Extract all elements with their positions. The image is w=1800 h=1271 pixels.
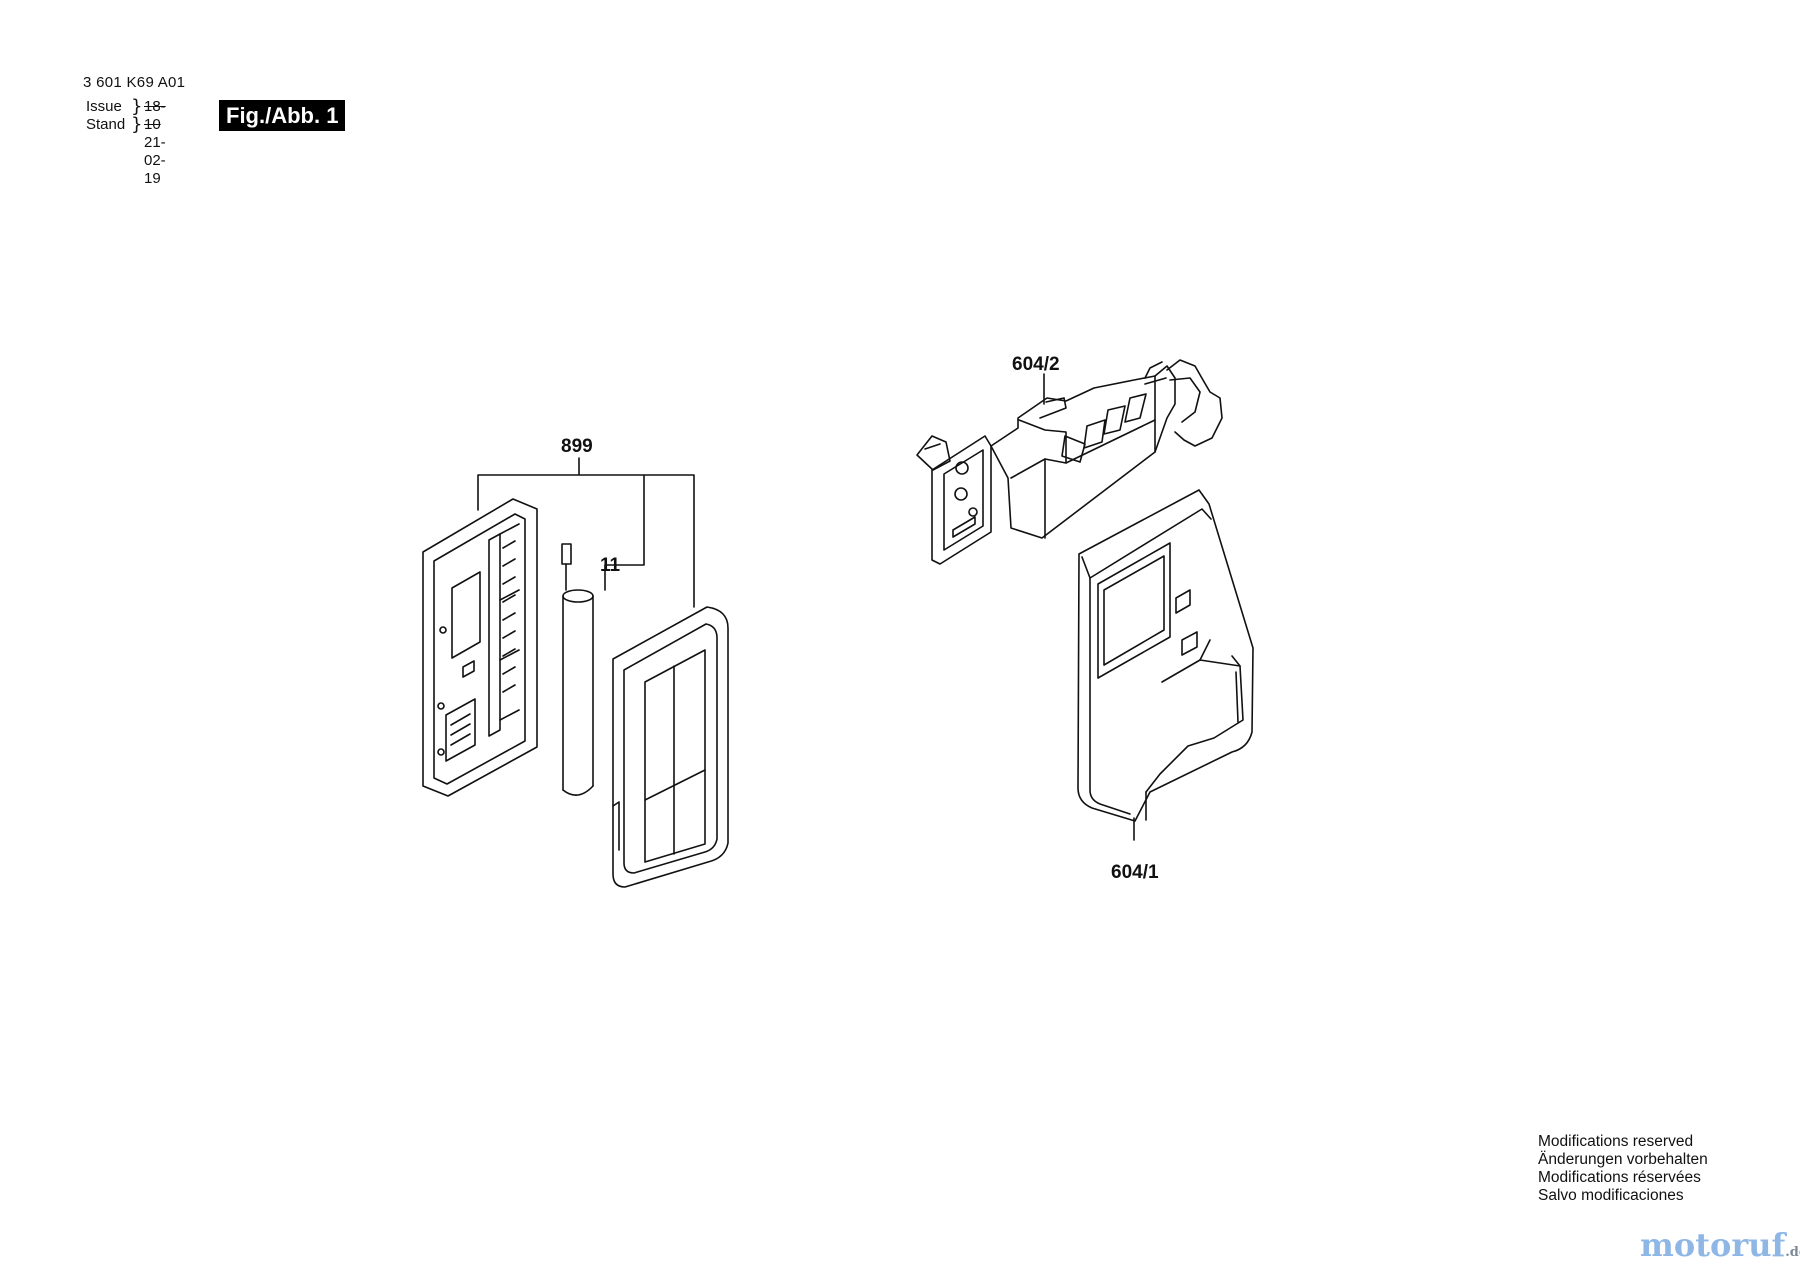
- carrying-case: [1077, 489, 1254, 822]
- meta-values: 18-10 21-02-19: [144, 98, 166, 188]
- issue-label: Issue: [86, 98, 122, 115]
- battery-cover-front: [612, 606, 729, 888]
- note-en: Modifications reserved: [1538, 1133, 1694, 1150]
- watermark-tld: .de: [1785, 1245, 1800, 1260]
- modification-notes: Modifications reserved Änderungen vorbeh…: [1538, 1133, 1708, 1205]
- battery-pack: [561, 543, 594, 796]
- stand-value: 21-02-19: [144, 134, 166, 187]
- note-de: Änderungen vorbehalten: [1538, 1151, 1708, 1168]
- watermark-text: motoruf: [1640, 1226, 1786, 1264]
- watermark-logo: motoruf.de: [1640, 1226, 1800, 1264]
- callout-604-2: 604/2: [1012, 354, 1060, 375]
- holder-bracket: [916, 359, 1223, 565]
- leader-lines: [477, 373, 1135, 841]
- note-es: Salvo modificaciones: [1538, 1187, 1684, 1204]
- callout-604-1: 604/1: [1111, 862, 1159, 883]
- note-fr: Modifications réservées: [1538, 1169, 1701, 1186]
- callout-899: 899: [561, 436, 593, 457]
- meta-labels: Issue Stand: [86, 98, 134, 134]
- stand-label: Stand: [86, 116, 126, 133]
- figure-label: Fig./Abb. 1: [219, 100, 346, 131]
- issue-value: 18-10: [144, 98, 166, 133]
- callout-11: 11: [600, 555, 621, 576]
- rib-set: [502, 540, 516, 693]
- battery-compartment-back: [422, 498, 538, 797]
- leader-899: [477, 457, 695, 608]
- part-number: 3 601 K69 A01: [83, 74, 186, 91]
- document-header: 3 601 K69 A01: [83, 74, 185, 91]
- brace-glyph: }}: [131, 96, 143, 135]
